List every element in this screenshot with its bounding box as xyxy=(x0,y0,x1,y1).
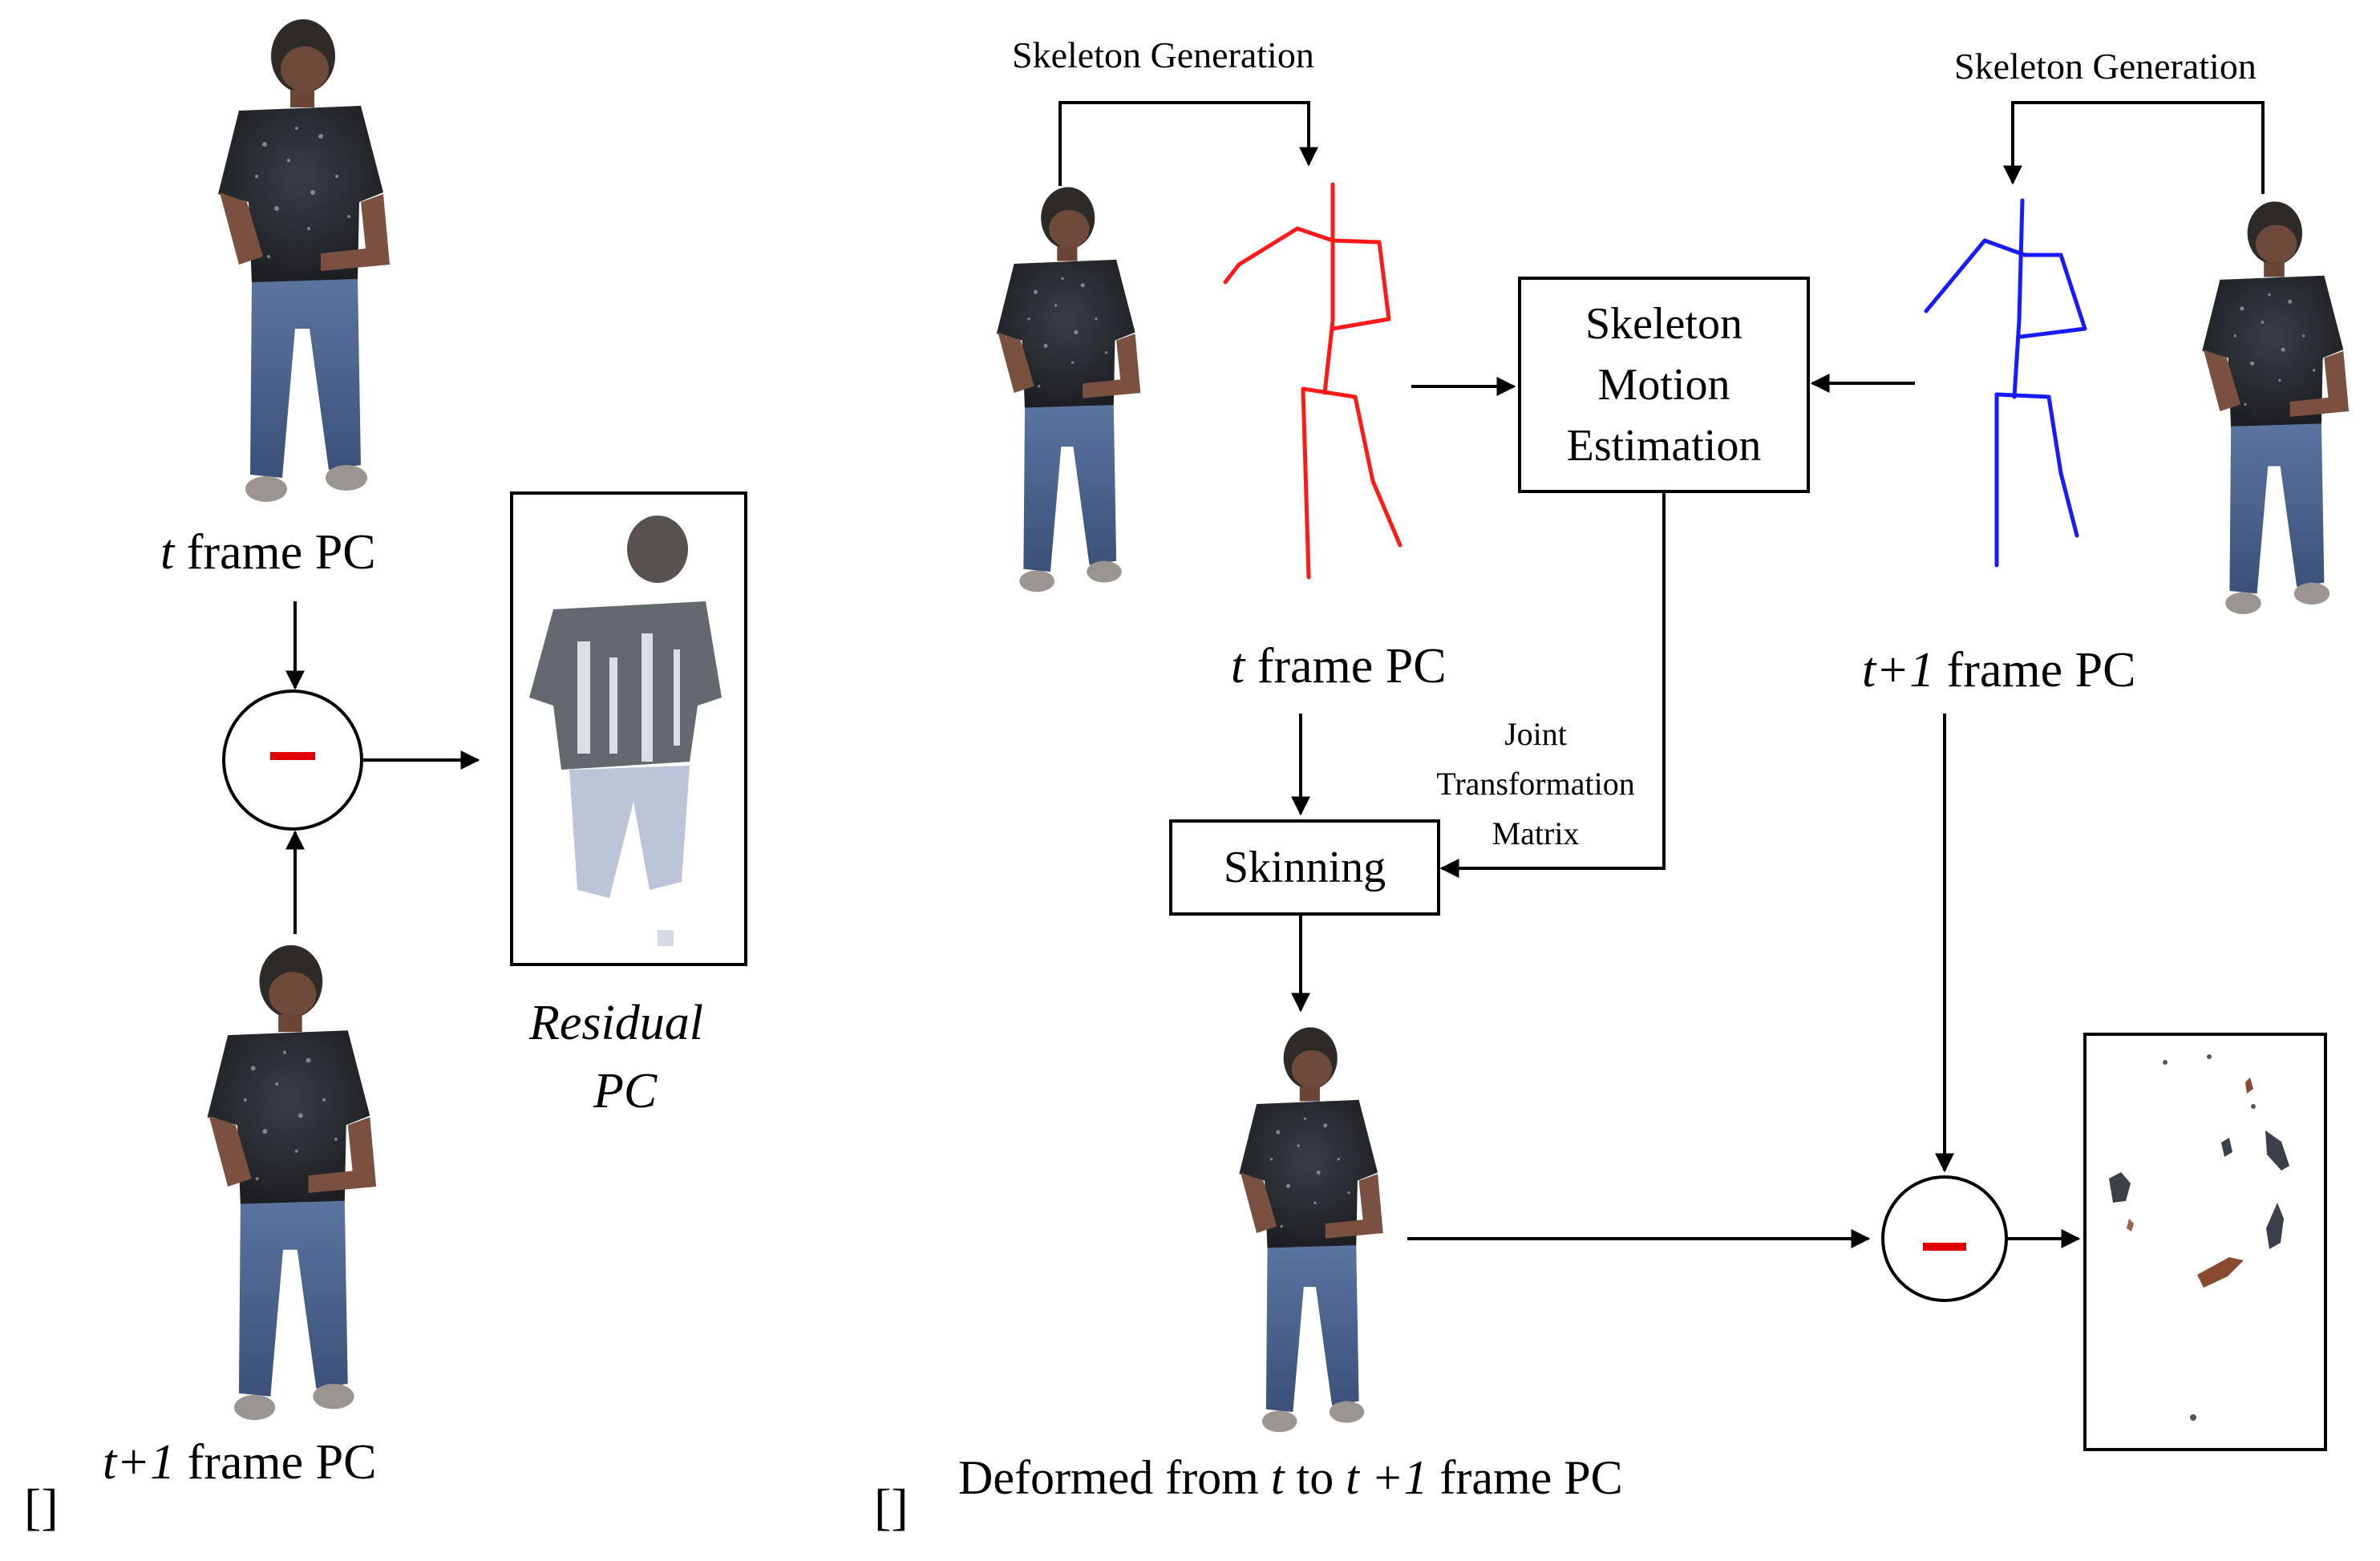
label-skeleton-gen-right: Skeleton Generation xyxy=(1954,46,2257,87)
jtm-line2: Transformation xyxy=(1436,766,1635,802)
subtract-node-right xyxy=(1881,1175,2008,1302)
jtm-line1: Joint xyxy=(1504,716,1567,752)
subtract-node-left xyxy=(222,690,363,831)
label-skeleton-gen-left: Skeleton Generation xyxy=(1012,34,1314,75)
minus-icon-right xyxy=(1923,1243,1966,1251)
skinning-box: Skinning xyxy=(1169,819,1440,916)
skeleton-motion-estimation-box: Skeleton Motion Estimation xyxy=(1518,277,1810,493)
label-t1-frame-right: t+1 frame PC xyxy=(1862,643,2136,698)
label-t1-frame-left: t+1 frame PC xyxy=(103,1435,377,1490)
blue-skeleton xyxy=(1924,198,2087,568)
person-t1-right xyxy=(2202,201,2350,615)
bracket-skeleton-gen-left xyxy=(1058,101,1318,186)
person-deformed xyxy=(1239,1027,1383,1433)
panel-marker-right: [] xyxy=(874,1478,909,1535)
residual-pc-box-right xyxy=(2083,1033,2327,1451)
minus-icon-left xyxy=(270,752,315,760)
person-t-right xyxy=(996,187,1141,592)
label-residual-line2: PC xyxy=(593,1064,658,1118)
label-residual-line1: Residual xyxy=(529,996,703,1050)
residual-pc-sparse-image xyxy=(2109,1054,2289,1421)
sme-line1: Skeleton xyxy=(1585,299,1742,349)
residual-pc-image xyxy=(529,516,722,946)
panel-marker-left: [] xyxy=(24,1478,59,1535)
red-skeleton xyxy=(1223,182,1402,580)
person-t1-left xyxy=(207,944,377,1421)
label-t-frame-left: t frame PC xyxy=(160,525,376,580)
person-t-left xyxy=(218,19,390,502)
label-t-frame-right: t frame PC xyxy=(1231,639,1447,694)
jtm-line3: Matrix xyxy=(1492,815,1580,851)
sme-line2: Motion xyxy=(1597,360,1730,410)
label-deformed: Deformed from t to t +1 frame PC xyxy=(958,1451,1623,1504)
label-joint-transformation-matrix: Joint Transformation Matrix xyxy=(1407,710,1664,859)
sme-line3: Estimation xyxy=(1566,421,1762,471)
arrow-sme-to-skinning xyxy=(1439,491,1666,878)
bracket-skeleton-gen-right xyxy=(2003,101,2265,194)
